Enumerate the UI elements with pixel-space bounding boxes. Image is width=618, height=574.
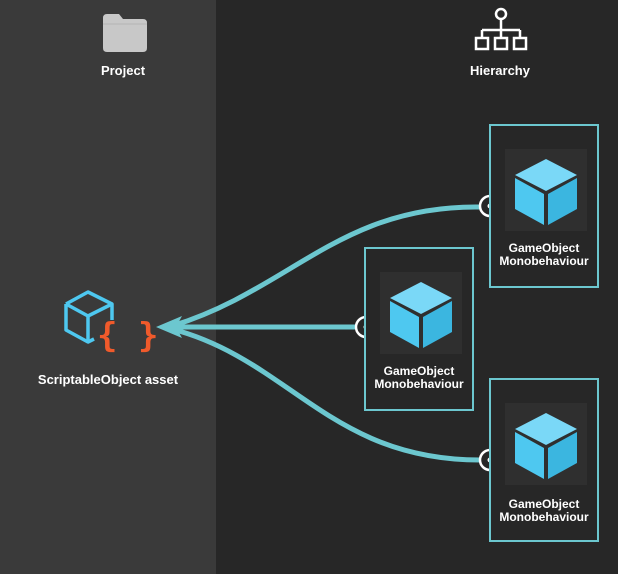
asset-label: ScriptableObject asset: [37, 372, 179, 387]
braces-icon: { }: [97, 316, 159, 356]
project-label: Project: [100, 63, 146, 78]
monobehaviour-label: Monobehaviour: [499, 254, 589, 268]
hierarchy-icon: [474, 6, 528, 59]
arrow-head-icon: [156, 316, 182, 338]
gameobject-card[interactable]: GameObject Monobehaviour: [489, 378, 599, 542]
gameobject-card[interactable]: GameObject Monobehaviour: [364, 247, 474, 411]
cube-icon: [515, 413, 577, 479]
folder-icon: [101, 12, 149, 59]
cube-tile: [380, 272, 462, 354]
gameobject-label: GameObject: [383, 364, 455, 378]
project-panel: [0, 0, 216, 574]
cube-icon: [515, 159, 577, 225]
gameobject-card[interactable]: GameObject Monobehaviour: [489, 124, 599, 288]
cube-icon: [390, 282, 452, 348]
cube-tile: [505, 149, 587, 231]
hierarchy-label: Hierarchy: [470, 63, 530, 78]
gameobject-label: GameObject: [508, 241, 580, 255]
connector-top: [169, 204, 483, 329]
cube-tile: [505, 403, 587, 485]
scriptable-object-icon: [60, 286, 144, 367]
monobehaviour-label: Monobehaviour: [499, 510, 589, 524]
gameobject-label: GameObject: [508, 497, 580, 511]
monobehaviour-label: Monobehaviour: [374, 377, 464, 391]
connector-bottom: [169, 326, 483, 463]
